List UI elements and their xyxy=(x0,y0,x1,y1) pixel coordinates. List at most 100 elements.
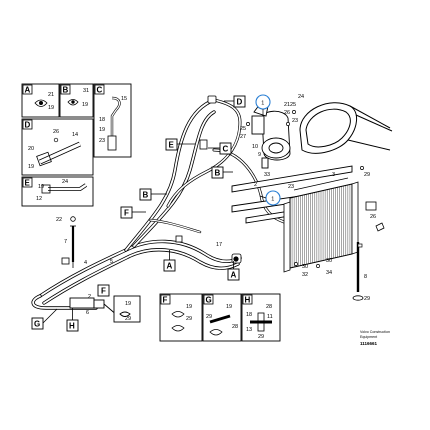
svg-text:25: 25 xyxy=(240,126,246,132)
callout-c[interactable]: C xyxy=(208,142,232,155)
svg-text:23: 23 xyxy=(288,184,294,190)
condenser xyxy=(283,177,359,273)
svg-text:29: 29 xyxy=(258,334,264,340)
svg-text:C: C xyxy=(223,145,229,154)
inset-letter-f: F xyxy=(163,296,168,305)
svg-text:29: 29 xyxy=(364,296,370,302)
inset-letter-a: A xyxy=(25,86,31,95)
svg-text:15: 15 xyxy=(121,96,127,102)
svg-text:18: 18 xyxy=(246,312,252,318)
fasteners xyxy=(246,110,364,268)
callout-d[interactable]: D xyxy=(224,95,246,108)
inset-letter-g: G xyxy=(206,296,212,305)
svg-text:2: 2 xyxy=(88,294,91,300)
svg-text:19: 19 xyxy=(48,105,54,111)
svg-text:H: H xyxy=(69,322,75,331)
svg-text:G: G xyxy=(34,320,40,329)
svg-text:19: 19 xyxy=(186,304,192,310)
callout-f-lower[interactable]: F xyxy=(97,284,110,297)
callout-e[interactable]: E xyxy=(165,138,195,151)
callout-a-center[interactable]: A xyxy=(163,250,176,272)
svg-text:E: E xyxy=(169,141,175,150)
compressor-assembly xyxy=(251,103,291,169)
svg-text:31: 31 xyxy=(83,88,89,94)
callout-h[interactable]: H xyxy=(66,308,79,332)
svg-text:26: 26 xyxy=(284,110,290,116)
svg-text:32: 32 xyxy=(302,272,308,278)
callout-g[interactable]: G xyxy=(31,308,58,330)
inset-panel-e[interactable]: E 19 24 12 xyxy=(21,176,94,207)
callout-f[interactable]: F xyxy=(120,206,146,219)
svg-text:23: 23 xyxy=(99,138,105,144)
svg-text:3: 3 xyxy=(332,172,335,178)
inset-panel-h[interactable]: H 28 18 11 13 29 xyxy=(241,293,281,342)
svg-text:19: 19 xyxy=(28,164,34,170)
svg-text:19: 19 xyxy=(82,102,88,108)
svg-text:11: 11 xyxy=(267,314,273,320)
inset-panel-b[interactable]: B 31 19 xyxy=(59,83,94,118)
mounting-bar xyxy=(231,165,353,224)
svg-text:29: 29 xyxy=(125,316,131,322)
part-numbers: 24 21 25 26 23 25 27 10 9 33 2 23 3 29 2… xyxy=(56,94,376,322)
svg-text:A: A xyxy=(231,271,237,280)
highlight-callout-1-mid[interactable]: 1 xyxy=(259,190,281,206)
svg-text:Volvo Construction: Volvo Construction xyxy=(360,330,390,334)
svg-text:12: 12 xyxy=(36,196,42,202)
svg-text:22: 22 xyxy=(56,217,62,223)
svg-text:19: 19 xyxy=(38,184,44,190)
svg-text:19: 19 xyxy=(125,301,131,307)
inset-letter-h: H xyxy=(245,296,251,305)
svg-text:10: 10 xyxy=(252,144,258,150)
svg-text:1: 1 xyxy=(261,101,264,107)
svg-text:30: 30 xyxy=(326,258,332,264)
svg-text:B: B xyxy=(215,169,221,178)
inset-panel-d[interactable]: D 26 14 20 19 xyxy=(21,118,94,176)
svg-text:A: A xyxy=(167,262,173,271)
svg-text:27: 27 xyxy=(240,134,246,140)
svg-text:Equipment: Equipment xyxy=(360,335,377,339)
svg-text:6: 6 xyxy=(86,310,89,316)
svg-text:29: 29 xyxy=(186,316,192,322)
svg-text:28: 28 xyxy=(232,324,238,330)
callout-a-right[interactable]: A xyxy=(227,261,240,281)
callout-b-left[interactable]: B xyxy=(139,188,167,201)
svg-text:13: 13 xyxy=(246,327,252,333)
svg-text:18: 18 xyxy=(99,117,105,123)
svg-text:14: 14 xyxy=(72,132,78,138)
svg-text:25: 25 xyxy=(290,102,296,108)
svg-text:5: 5 xyxy=(110,259,113,265)
svg-text:24: 24 xyxy=(62,179,68,185)
highlight-callouts: 1 1 xyxy=(255,94,281,206)
svg-text:26: 26 xyxy=(370,214,376,220)
svg-text:24: 24 xyxy=(298,94,304,100)
svg-text:19: 19 xyxy=(99,127,105,133)
svg-text:2: 2 xyxy=(254,182,257,188)
svg-text:4: 4 xyxy=(84,260,87,266)
svg-text:F: F xyxy=(101,287,106,296)
svg-text:1: 1 xyxy=(271,197,274,203)
corner-label: Volvo Construction Equipment 1116661 xyxy=(360,330,390,346)
svg-text:30: 30 xyxy=(302,264,308,270)
svg-text:D: D xyxy=(237,98,243,107)
svg-text:7: 7 xyxy=(64,239,67,245)
svg-text:29: 29 xyxy=(206,314,212,320)
hose-clamps xyxy=(61,95,242,265)
inset-panel-a[interactable]: A 21 19 xyxy=(21,83,60,118)
inset-letter-b: B xyxy=(63,86,69,95)
inset-panel-c[interactable]: C 15 18 19 23 xyxy=(93,83,132,158)
svg-text:33: 33 xyxy=(264,172,270,178)
inset-letter-e: E xyxy=(25,179,31,188)
svg-text:23: 23 xyxy=(292,118,298,124)
svg-text:19: 19 xyxy=(226,304,232,310)
inset-letter-c: C xyxy=(97,86,103,95)
callout-b-right[interactable]: B xyxy=(211,166,233,179)
svg-text:29: 29 xyxy=(364,172,370,178)
inset-panel-g[interactable]: G 19 29 28 xyxy=(202,293,242,342)
inset-panel-f[interactable]: F 19 29 xyxy=(159,293,203,342)
fitting-assembly xyxy=(69,295,141,323)
svg-text:20: 20 xyxy=(28,146,34,152)
svg-text:1116661: 1116661 xyxy=(360,341,378,346)
receiver-drier xyxy=(352,201,385,301)
highlight-callout-1-top[interactable]: 1 xyxy=(255,94,271,115)
